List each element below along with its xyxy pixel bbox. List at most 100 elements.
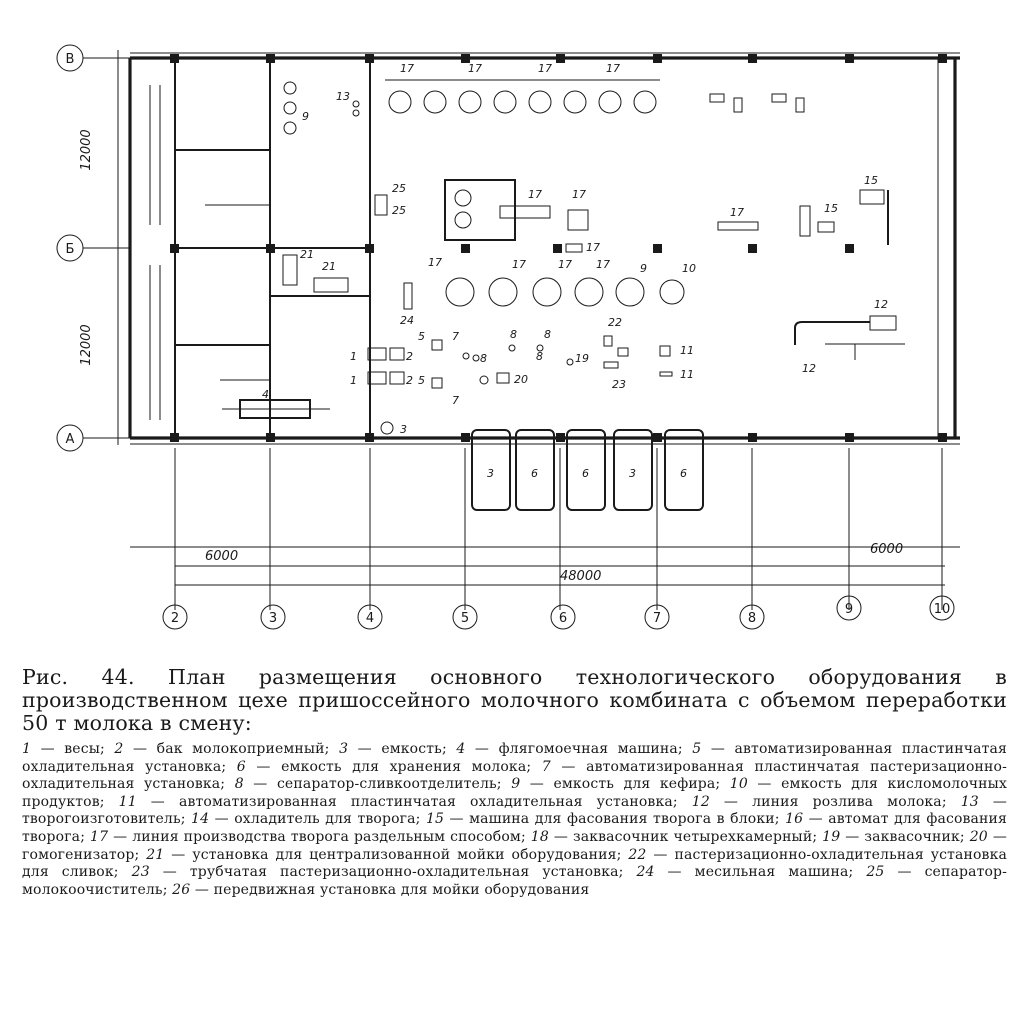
svg-text:17: 17 [606,62,620,75]
legend-item-number: 13 [960,793,979,810]
legend-item-number: 7 [541,758,551,775]
svg-text:48000: 48000 [560,569,601,584]
clarifier: 13 [336,90,360,117]
svg-text:21: 21 [300,248,314,261]
legend-item: 11 — автоматизированная пластинчатая охл… [118,793,692,810]
legend-item-text: гомогенизатор [22,846,135,863]
svg-text:17: 17 [586,241,600,254]
svg-text:17: 17 [512,258,526,271]
legend-item-text: месильная машина [694,864,849,881]
cooler-25: 25 25 [374,182,406,217]
cooler-11: 11 11 [659,344,694,381]
legend-item-number: 8 [234,776,244,793]
legend-item: 9 — емкость для кефира; [511,776,730,793]
svg-text:Б: Б [66,242,75,257]
legend-item: 17 — линия производства творога раздельн… [90,828,531,845]
legend-item-number: 5 [692,741,702,757]
svg-text:5: 5 [418,374,425,387]
can-washer: 4 [222,388,330,419]
scale: 1 1 [350,347,387,387]
legend-item: 21 — установка для централизованной мойк… [146,846,629,863]
legend-item-text: сепаратор-молокоочиститель [22,864,1008,898]
legend-item: 10 — емкость для кисломолочных продуктов… [22,776,1008,810]
floor-plan: В Б А 12000 12000 [56,44,960,630]
svg-text:9: 9 [640,262,647,275]
figure-legend: 1 — весы; 2 — бак молокоприемный; 3 — ем… [22,741,1007,899]
legend-item-text: пастеризационно-охладительная установка … [22,846,1007,881]
legend-item-text: автоматизированная пластинчатая охладите… [22,741,1008,775]
legend-item: 26 — передвижная установка для мойки обо… [172,881,590,898]
svg-text:13: 13 [336,90,350,103]
legend-item-number: 14 [191,811,210,828]
svg-text:6000: 6000 [205,549,238,564]
svg-text:11: 11 [680,368,694,381]
legend-item-number: 19 [822,828,841,845]
legend-item-text: автоматизированная пластинчатая пастериз… [22,758,1007,793]
svg-text:12: 12 [874,298,888,311]
svg-text:25: 25 [392,204,406,217]
legend-item-text: емкость для кефира [553,776,716,793]
legend-item: 20 — гомогенизатор; [22,828,1007,863]
legend-item: 16 — автомат для фасования творога; [22,811,1007,845]
legend-item: 3 — емкость; [339,741,457,757]
legend-item-number: 22 [628,846,647,863]
svg-text:8: 8 [480,352,487,365]
cip-unit: 21 21 [282,248,349,293]
svg-text:15: 15 [824,202,838,215]
legend-item: 2 — бак молокоприемный; [114,741,340,757]
legend-item: 13 — творогоизготовитель; [22,793,1008,828]
legend-item-number: 15 [425,811,445,828]
svg-text:5: 5 [461,611,469,626]
svg-text:8: 8 [544,328,551,341]
svg-text:2: 2 [406,374,413,387]
svg-text:3: 3 [629,467,636,480]
svg-text:17: 17 [538,62,552,75]
legend-item: 14 — охладитель для творога; [191,811,426,828]
legend-item-text: линия розлива молока [752,793,942,810]
svg-text:9: 9 [302,110,309,123]
receiving-tank: 2 2 [389,347,413,387]
legend-item-text: емкость [381,741,442,757]
svg-text:24: 24 [400,314,414,327]
svg-text:7: 7 [653,611,661,626]
svg-text:7: 7 [452,330,459,343]
legend-item: 18 — заквасочник четырехкамерный; [530,828,823,845]
curd-cooler: 17 17 [565,188,600,254]
svg-text:19: 19 [575,352,589,365]
svg-text:17: 17 [468,62,482,75]
svg-text:15: 15 [864,174,878,187]
starter: 19 [566,352,589,366]
small-tank: 3 [380,421,407,436]
legend-item-number: 23 [131,864,150,881]
svg-text:4: 4 [366,611,374,626]
legend-item-text: творогоизготовитель [22,811,181,828]
legend-item: 8 — сепаратор-сливкоотделитель; [234,776,512,793]
figure-title: Рис. 44. План размещения основного техно… [22,665,1007,735]
legend-item-number: 18 [530,828,549,845]
legend-item-text: бак молокоприемный [156,741,325,757]
legend-item: 5 — автоматизированная пластинчатая охла… [22,741,1008,775]
fermentation-tanks: 17 17 17 17 9 10 [428,256,696,307]
legend-item-text: заквасочник [864,828,960,845]
svg-text:6000: 6000 [870,542,903,557]
legend-item-text: охладитель для творога [234,811,416,828]
legend-item: 12 — линия розлива молока; [691,793,961,810]
legend-item-number: 4 [456,741,466,757]
svg-text:В: В [66,52,75,67]
svg-text:17: 17 [572,188,586,201]
legend-item-number: 11 [118,793,137,810]
legend-item: 1 — весы; [22,741,115,757]
legend-item-number: 9 [511,776,521,793]
mobile-washer: 9 [283,81,309,135]
svg-text:8: 8 [748,611,756,626]
figure-caption: Рис. 44. План размещения основного техно… [22,666,1007,899]
svg-text:5: 5 [418,330,425,343]
legend-item-text: автоматизированная пластинчатая охладите… [179,793,673,810]
bottling-line: 12 12 [794,298,905,375]
legend-item: 6 — емкость для хранения молока; [236,758,542,775]
legend-item-number: 26 [172,881,191,898]
svg-text:25: 25 [392,182,406,195]
legend-item: 19 — заквасочник; [822,828,970,845]
svg-text:2: 2 [171,611,179,626]
svg-text:3: 3 [269,611,277,626]
